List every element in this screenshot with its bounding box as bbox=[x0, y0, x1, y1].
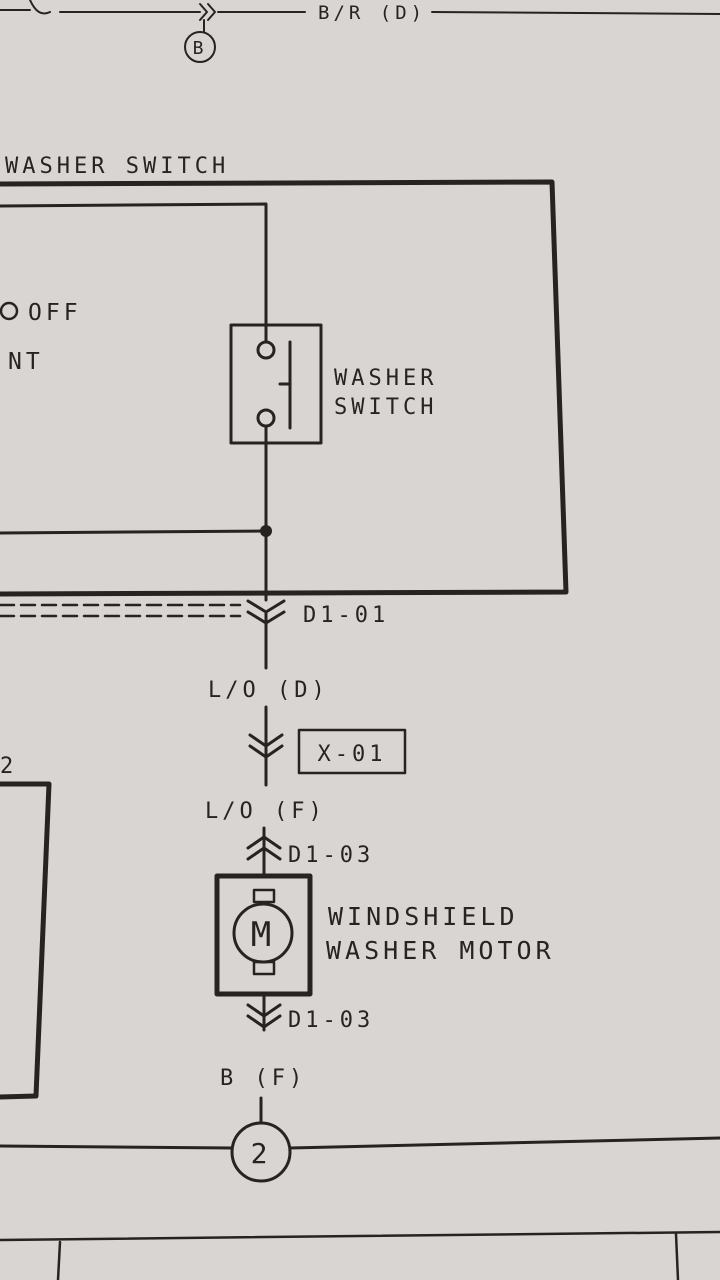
bottom-frame-divider-right bbox=[674, 1232, 680, 1280]
joint-x-01-chevron bbox=[248, 733, 284, 759]
connector-d1-03-out-chevron bbox=[246, 1003, 282, 1029]
junction-dot bbox=[260, 525, 272, 537]
ground-bus-left bbox=[0, 1144, 234, 1150]
switch-contact-top bbox=[256, 340, 276, 360]
connector-d1-03-in-chevron bbox=[246, 835, 282, 861]
ground-bus-right bbox=[288, 1136, 720, 1150]
bottom-frame-line bbox=[0, 1230, 720, 1242]
joint-connector-box bbox=[297, 728, 407, 775]
inner-wire-top bbox=[0, 202, 268, 324]
switch-pos-int: NT bbox=[8, 349, 44, 375]
ground-ref-label: 2 bbox=[251, 1137, 272, 1170]
wire-1-label: L/O (D) bbox=[208, 678, 329, 703]
top-connector-circle bbox=[184, 31, 216, 63]
top-wire-label: B/R (D) bbox=[318, 2, 426, 24]
top-connector-ref: B bbox=[193, 38, 208, 59]
top-wire-fragment bbox=[29, 0, 51, 15]
bottom-frame-divider-left bbox=[56, 1240, 62, 1280]
section-title: WASHER SWITCH bbox=[5, 154, 229, 179]
connector-motor-out: D1-03 bbox=[288, 1008, 374, 1033]
connector-motor-in: D1-03 bbox=[288, 843, 374, 868]
left-partial-box bbox=[0, 781, 52, 1100]
junction-wire-left bbox=[0, 529, 268, 535]
washer-switch-label-2: SWITCH bbox=[334, 395, 437, 420]
switch-pos-off: OFF bbox=[28, 300, 82, 326]
motor-label-1: WINDSHIELD bbox=[328, 902, 519, 931]
switch-housing-box bbox=[0, 179, 569, 597]
motor-symbol: M bbox=[251, 915, 275, 955]
washer-switch-box bbox=[229, 323, 323, 445]
motor-brush-top bbox=[252, 888, 276, 904]
left-box-ref: 2 bbox=[0, 754, 17, 779]
ground-ref-circle bbox=[230, 1121, 292, 1183]
motor-label-2: WASHER MOTOR bbox=[326, 936, 555, 965]
wire-2-label: L/O (F) bbox=[205, 799, 326, 824]
off-position-dot bbox=[0, 301, 19, 321]
connector-switch-out: D1-01 bbox=[303, 603, 389, 628]
top-connector-chevron bbox=[199, 3, 216, 21]
washer-switch-label-1: WASHER bbox=[334, 366, 437, 391]
wire-3-label: B (F) bbox=[220, 1066, 306, 1091]
top-wire-right-b bbox=[431, 11, 720, 15]
motor-circle bbox=[232, 902, 294, 964]
joint-connector-label: X-01 bbox=[318, 742, 387, 767]
